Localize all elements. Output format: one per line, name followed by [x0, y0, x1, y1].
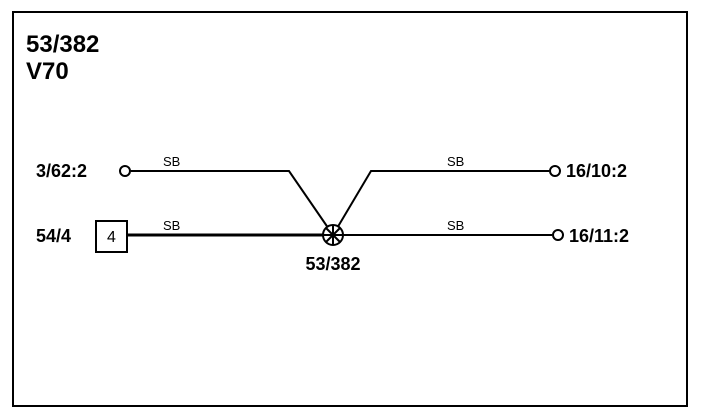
connector-box-left-bottom — [95, 220, 128, 253]
splice-icon — [322, 224, 344, 246]
connector-box-number: 4 — [107, 229, 116, 246]
connector-label-left-bottom: 54/4 — [36, 226, 71, 246]
wire-label-right-bottom: SB — [447, 218, 464, 233]
wires — [127, 170, 552, 237]
wire-right-top — [332, 170, 549, 236]
wire-label-left-bottom: SB — [163, 218, 180, 233]
wire-left-top — [131, 170, 334, 236]
connector-pin-left-top — [119, 165, 131, 177]
connector-label-right-top: 16/10:2 — [566, 161, 627, 181]
connector-pin-right-bottom — [552, 229, 564, 241]
diagram-title-line1: 53/382 — [26, 31, 99, 58]
wire-label-left-top: SB — [163, 154, 180, 169]
wire-label-right-top: SB — [447, 154, 464, 169]
diagram-frame — [12, 11, 688, 407]
connector-pin-right-top — [549, 165, 561, 177]
connector-label-left-top: 3/62:2 — [36, 161, 87, 181]
splice-label: 53/382 — [305, 254, 360, 274]
diagram-title-line2: V70 — [26, 58, 69, 85]
connector-label-right-bottom: 16/11:2 — [569, 226, 629, 246]
